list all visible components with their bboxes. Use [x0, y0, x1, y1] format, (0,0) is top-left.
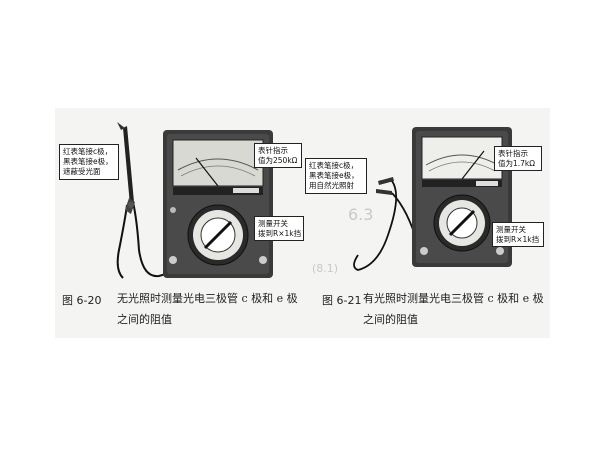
multimeter-illustration-no-light: [116, 122, 273, 279]
multimeter-body: [412, 127, 512, 267]
callout-line: 值为250kΩ: [258, 156, 298, 165]
callout-line: 遮蔽受光面: [63, 167, 101, 176]
callout-line: 拨到R×1k挡: [258, 229, 302, 238]
callout-line: 拨到R×1k挡: [496, 235, 540, 244]
switch-callout: 测量开关 拨到R×1k挡: [492, 222, 544, 247]
callout-line: 测量开关: [496, 225, 526, 234]
callout-line: 黑表笔接e极，: [63, 157, 113, 166]
figure-caption-line2: 之间的阻值: [363, 313, 418, 326]
callout-line: 表针指示: [498, 149, 528, 158]
range-switch-pointer: [203, 220, 233, 250]
needle-callout: 表针指示 值为250kΩ: [254, 143, 302, 168]
meter-needle: [195, 157, 219, 187]
range-switch-pointer: [448, 209, 476, 237]
callout-line: 测量开关: [258, 219, 288, 228]
figure-caption-line1: 有光照时测量光电三极管 c 极和 e 极: [363, 292, 544, 305]
needle-callout: 表针指示 值为1.7kΩ: [494, 146, 542, 171]
figure-number: 图 6-21: [322, 294, 362, 307]
probe-callout: 红表笔接c极， 黑表笔接e极， 用自然光照射: [305, 158, 367, 194]
callout-line: 用自然光照射: [309, 181, 354, 190]
figure-caption-line1: 无光照时测量光电三极管 c 极和 e 极: [117, 292, 298, 305]
figure-caption-line2: 之间的阻值: [117, 313, 172, 326]
switch-callout: 测量开关 拨到R×1k挡: [254, 216, 304, 241]
figure-number: 图 6-20: [62, 294, 102, 307]
multimeter-body: [163, 130, 273, 278]
multimeter-illustration-with-light: [353, 127, 512, 271]
probe-callout: 红表笔接c极， 黑表笔接e极， 遮蔽受光面: [59, 144, 119, 180]
ghost-text: 6.3: [348, 205, 374, 224]
ghost-text: (8.1): [312, 262, 339, 275]
meter-needle: [461, 150, 485, 180]
callout-line: 表针指示: [258, 146, 288, 155]
callout-line: 黑表笔接e极，: [309, 171, 359, 180]
callout-line: 红表笔接c极，: [309, 161, 359, 170]
callout-line: 值为1.7kΩ: [498, 159, 536, 168]
callout-line: 红表笔接c极，: [63, 147, 113, 156]
